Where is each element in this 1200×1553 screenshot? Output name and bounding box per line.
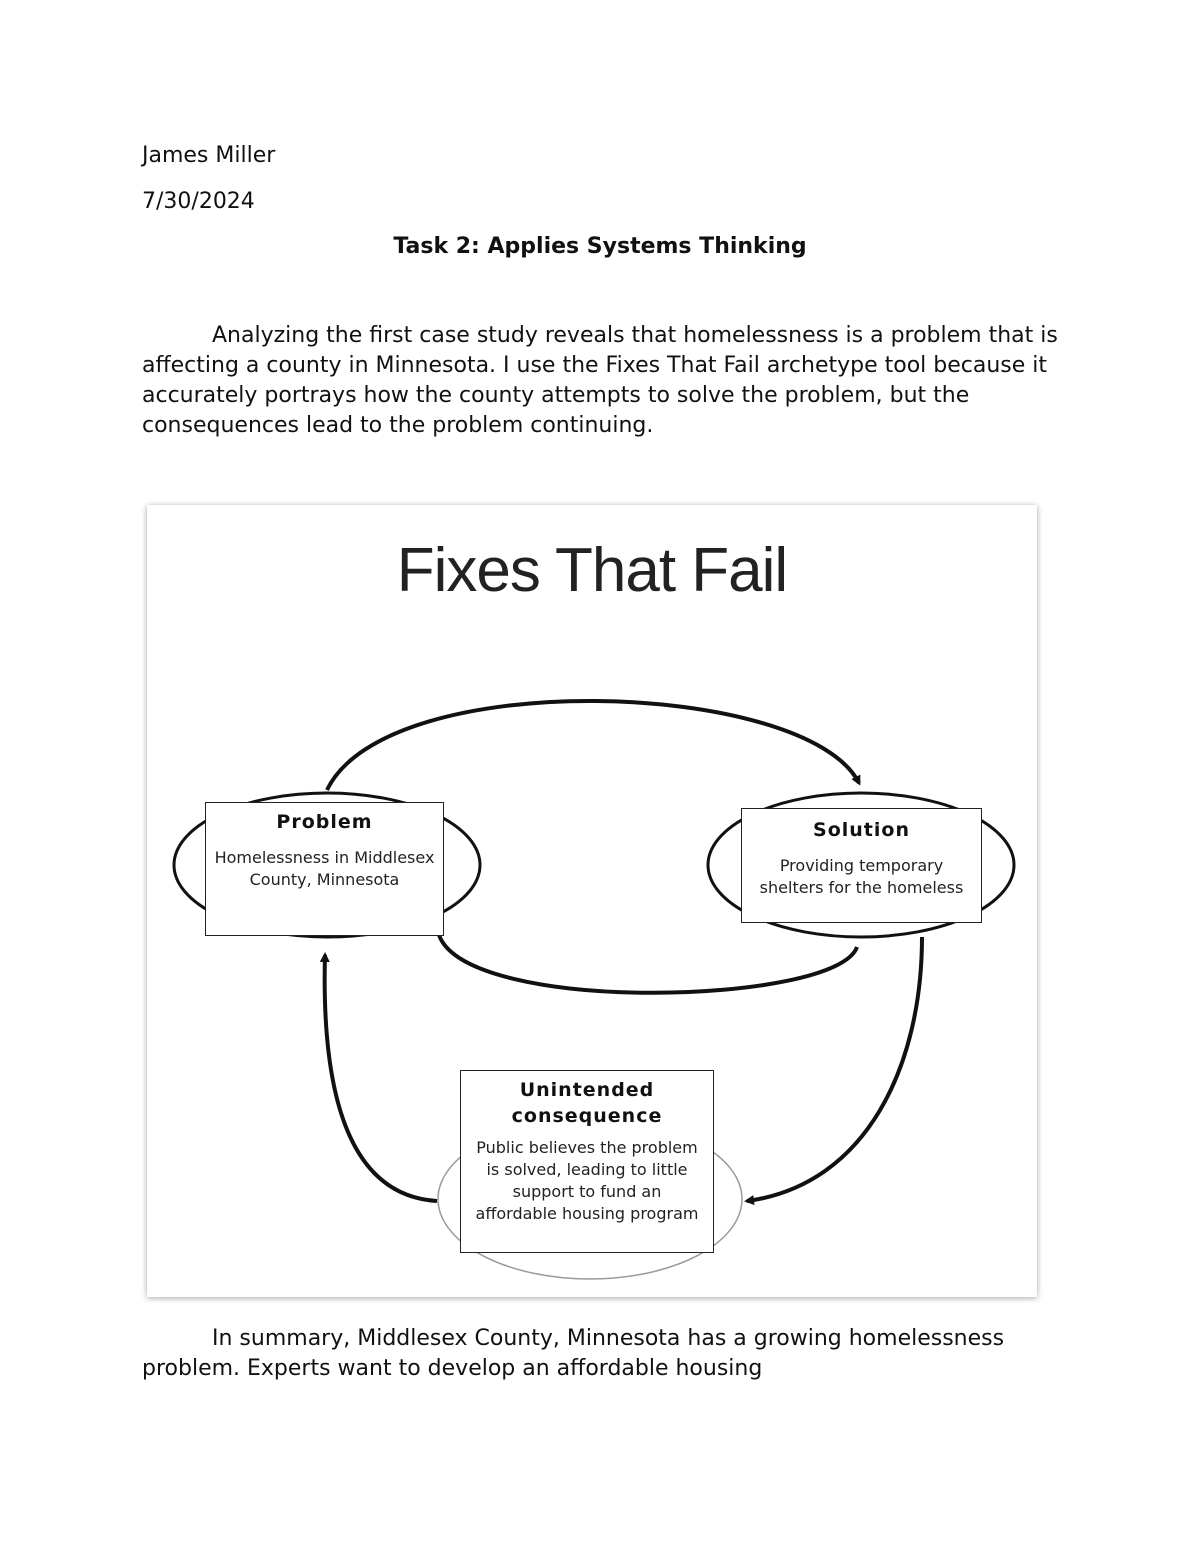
summary-text: In summary, Middlesex County, Minnesota … [142,1326,1005,1381]
consequence-feedback-arrow [319,952,438,1203]
intro-paragraph: Analyzing the first case study reveals t… [142,321,1062,441]
problem-box: Problem Homelessness in Middlesex County… [205,802,444,936]
fix-arrow [325,699,861,791]
author-name: James Miller [142,143,276,168]
solution-text: Providing temporary shelters for the hom… [759,856,964,897]
solution-heading: Solution [813,819,910,841]
problem-heading: Problem [276,811,373,833]
document-title: Task 2: Applies Systems Thinking [393,234,807,259]
side-effect-arrow [744,936,924,1206]
intro-text: Analyzing the first case study reveals t… [142,323,1058,438]
consequence-text: Public believes the problem is solved, l… [475,1138,699,1223]
solution-ellipse [706,791,1016,939]
summary-paragraph: In summary, Middlesex County, Minnesota … [142,1324,1062,1384]
balancing-loop-arc [437,934,859,995]
consequence-heading: Unintended consequence [511,1079,663,1127]
problem-text: Homelessness in Middlesex County, Minnes… [214,848,435,889]
diagram-title: Fixes That Fail [396,536,788,605]
document-date: 7/30/2024 [142,189,255,214]
consequence-box: Unintended consequence Public believes t… [460,1070,714,1253]
solution-box: Solution Providing temporary shelters fo… [741,808,982,923]
diagram-loops [172,699,1016,1280]
fixes-that-fail-diagram: Fixes That Fail Problem Homelessness in … [147,505,1037,1297]
problem-ellipse [172,791,482,939]
